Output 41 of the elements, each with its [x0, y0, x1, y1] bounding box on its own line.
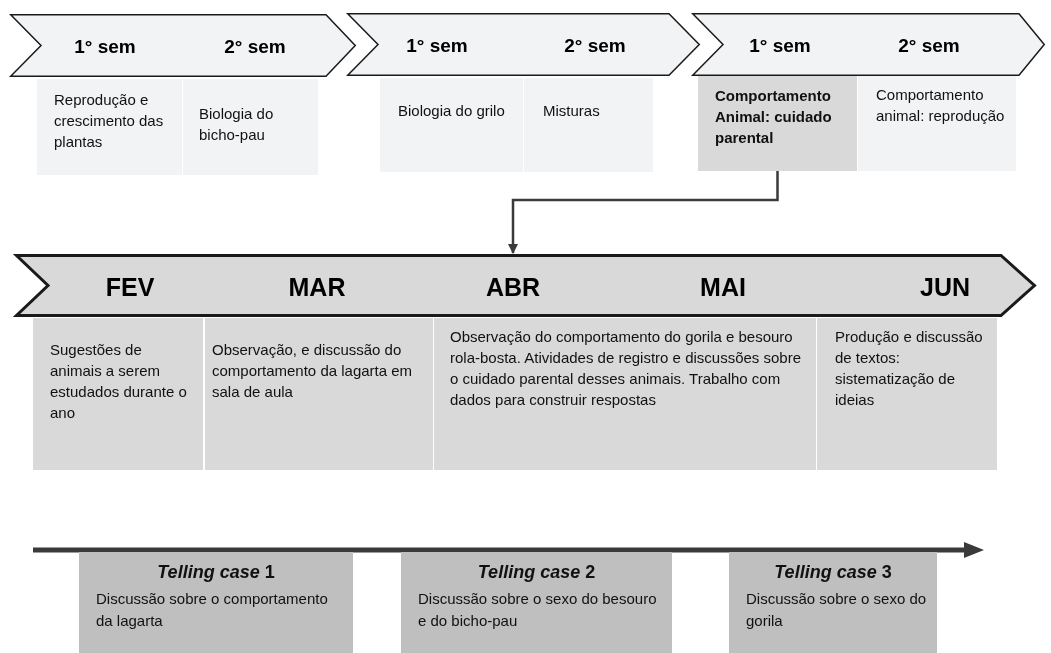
connector-arrow: [508, 171, 779, 254]
activity-text: Comportamento animal: reprodução: [876, 85, 1006, 126]
activity-text: Comportamento Animal: cuidado parental: [715, 86, 833, 148]
semester-label: 1° sem: [749, 34, 811, 57]
activity-text: Sugestões de animais a serem estudados durante o ano: [50, 340, 188, 423]
chevron-banner: [347, 13, 700, 76]
chevron-banner: [15, 254, 1036, 317]
activity-panel: [205, 318, 433, 470]
semester-label: 2° sem: [564, 34, 626, 57]
activity-text: Biologia do grilo: [398, 101, 506, 121]
case-heading: Telling case 3: [773, 562, 893, 583]
chevron-banner: [10, 14, 356, 77]
activity-text: Misturas: [543, 101, 601, 121]
activity-text: Produção e discussão de textos: sistematização de ideias: [835, 327, 984, 410]
month-label: FEV: [105, 272, 155, 301]
activity-text: Reprodução e crescimento das plantas: [54, 90, 165, 152]
semester-label: 1° sem: [406, 34, 468, 57]
case-panel: [401, 552, 672, 653]
activity-text: Biologia do bicho-pau: [199, 104, 275, 145]
case-description: Discussão sobre o sexo do besouro e do bicho-pau: [418, 589, 658, 631]
case-panel: [79, 552, 353, 653]
activity-panel: [858, 76, 1016, 171]
activity-panel: [817, 318, 997, 470]
case-description: Discussão sobre o sexo do gorila: [746, 589, 928, 631]
semester-label: 2° sem: [898, 34, 960, 57]
case-panel: [729, 552, 937, 653]
activity-text: Observação, e discussão do comportamento da lagarta em sala de aula: [212, 340, 414, 402]
chevron-banner: [692, 13, 1045, 76]
month-label: JUN: [920, 272, 970, 301]
activity-text: Observação do comportamento do gorila e besouro rola-bosta. Atividades de registro e discussões sobre o cuidado parental desses animais. Trabalho com dados para construir respostas: [450, 327, 803, 410]
month-label: MAR: [288, 272, 346, 301]
activity-panel: [434, 318, 816, 470]
month-label: ABR: [485, 272, 541, 301]
semester-label: 2° sem: [224, 35, 286, 58]
case-heading: Telling case 1: [156, 562, 276, 583]
semester-label: 1° sem: [74, 35, 136, 58]
activity-panel: [698, 76, 857, 171]
case-heading: Telling case 2: [476, 562, 597, 583]
case-description: Discussão sobre o comportamento da lagarta: [96, 589, 329, 631]
activity-panel: [33, 318, 203, 470]
month-label: MAI: [700, 272, 746, 301]
